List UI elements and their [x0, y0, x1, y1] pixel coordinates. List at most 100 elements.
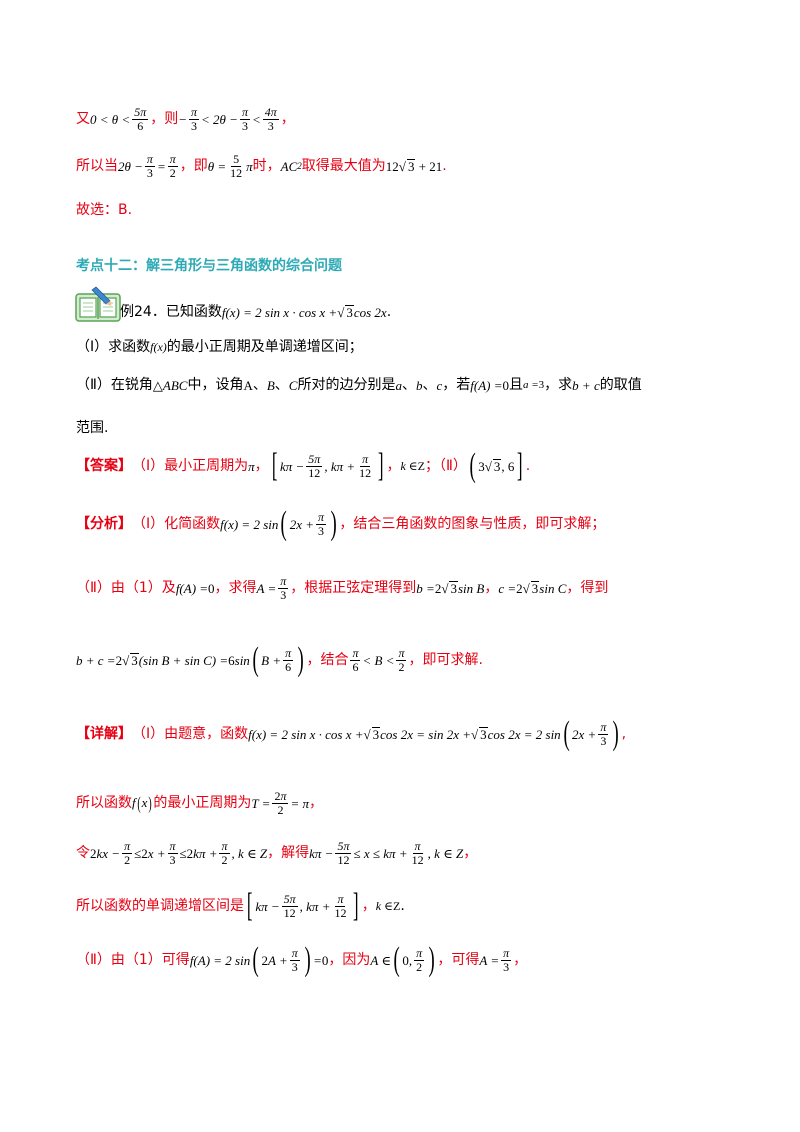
text: ，求得	[214, 580, 257, 596]
text: 取得最大值为	[301, 158, 386, 174]
text: （Ⅰ）化简函数	[132, 516, 221, 532]
example-label: 例24．已知函数	[120, 304, 222, 320]
analysis-line-3: b + c = 2√3(sin B + sin C) = 6 sin(B + π…	[76, 640, 483, 680]
text: ，得到	[566, 580, 609, 596]
text: ，即可求解.	[408, 652, 483, 668]
text: （Ⅱ）由（1）及	[76, 580, 176, 596]
math-max: 12√3 + 21	[385, 158, 443, 174]
text: （Ⅰ）最小正周期为	[132, 458, 249, 474]
text: 、	[252, 377, 267, 393]
math-c: c	[436, 377, 443, 393]
math-fA0: f(A) = 0	[470, 377, 509, 393]
math-pi: π	[248, 458, 255, 474]
text: ，结合三角函数的图象与性质，即可求解；	[339, 516, 606, 532]
text: 令	[76, 845, 90, 861]
answer-label: 【答案】	[76, 458, 132, 474]
text: ，	[484, 580, 499, 596]
math-triangle: △ABC	[152, 377, 188, 393]
text: ,	[621, 726, 627, 742]
math-C: C	[288, 377, 298, 393]
text: ；（Ⅱ）	[425, 458, 467, 474]
math-range: (3√3, 6]	[469, 447, 523, 485]
text: ，	[386, 458, 401, 474]
text: 所以当	[76, 158, 118, 174]
text: ，可得	[437, 952, 480, 968]
math-kZ: k ∈ Z	[375, 899, 401, 913]
math-fx: f(x)	[132, 792, 153, 813]
line-choice: 故选：B.	[76, 202, 132, 218]
text: .	[442, 158, 447, 174]
text: ，	[309, 795, 323, 811]
math-fA0: f(A) = 0	[175, 580, 215, 596]
text: 、	[401, 377, 416, 393]
text: 中，设角	[187, 377, 244, 393]
detail-label: 【详解】	[76, 726, 132, 742]
question-2-cont: 范围.	[76, 420, 108, 436]
example-line: 例24．已知函数 f(x) = 2 sin x · cos x + √3 cos…	[120, 302, 391, 322]
text: 且	[508, 377, 523, 393]
section-title: 考点十二：解三角形与三角函数的综合问题	[76, 258, 342, 274]
text: 的最小正周期为	[153, 795, 252, 811]
text: 的取值	[599, 377, 642, 393]
text: ，	[513, 952, 528, 968]
text: .	[400, 898, 405, 914]
math-fx: f(x)	[150, 340, 167, 354]
text: 、	[274, 377, 289, 393]
math-kZ: k ∈ Z	[400, 459, 426, 473]
math-A: A	[243, 377, 253, 393]
text: 又	[76, 111, 90, 127]
text: 、	[422, 377, 437, 393]
text: 所以函数	[76, 795, 132, 811]
text: ，根据正弦定理得到	[290, 580, 417, 596]
math-bc: b + c	[572, 377, 600, 393]
text: .	[386, 304, 392, 320]
text: .	[525, 458, 531, 474]
question-2: （Ⅱ）在锐角 △ABC 中，设角 A 、 B 、 C 所对的边分别是 a 、 b…	[76, 374, 642, 396]
math-a: a	[395, 377, 402, 393]
text: 的最小正周期及单调递增区间；	[166, 339, 363, 355]
text: ，则	[150, 111, 179, 127]
question-1: （Ⅰ）求函数 f(x) 的最小正周期及单调递增区间；	[76, 338, 363, 356]
text: （Ⅱ）在锐角	[76, 377, 153, 393]
text: 时，	[252, 158, 281, 174]
math-c-sine: c = 2√3 sin C	[498, 580, 567, 596]
detail-line: 【详解】 （Ⅰ）由题意，函数 f(x) = 2 sin x · cos x + …	[76, 714, 626, 754]
text: ，即	[179, 158, 208, 174]
text: 所对的边分别是	[297, 377, 396, 393]
book-pencil-icon	[75, 286, 121, 322]
text: ，求	[544, 377, 573, 393]
text: （Ⅰ）由题意，函数	[132, 726, 249, 742]
text: ，因为	[328, 952, 371, 968]
analysis-label: 【分析】	[76, 516, 132, 532]
text: ，结合	[306, 652, 349, 668]
text: ，若	[442, 377, 471, 393]
text: ，	[361, 898, 376, 914]
text: 故选：B.	[76, 202, 133, 218]
math-B: B	[266, 377, 275, 393]
text: 所以函数的单调递增区间是	[76, 898, 244, 914]
math-fx-def: f(x) = 2 sin x · cos x + √3 cos 2x	[221, 304, 387, 320]
math-b-sine: b = 2√3 sin B	[416, 580, 485, 596]
text: ，	[280, 111, 295, 127]
